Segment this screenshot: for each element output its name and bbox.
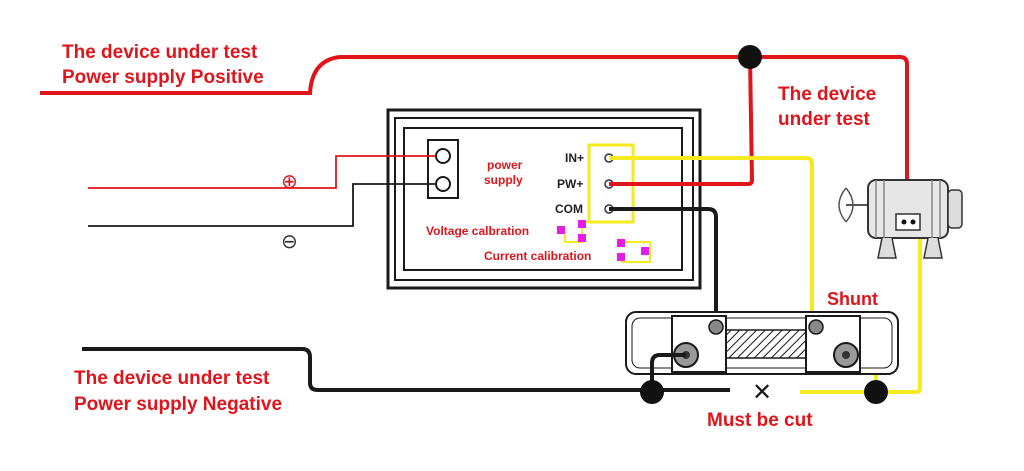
shunt-label: Shunt [827,289,878,309]
power-supply-label-line2: supply [484,173,523,187]
com-wire [609,207,718,322]
must-be-cut-label: Must be cut [707,410,813,431]
dut-negative-label-line1: The device under test [74,368,270,389]
com-label: COM [555,202,583,216]
shunt [625,311,899,375]
in-plus-label: IN+ [565,151,584,165]
plus-symbol-icon: ⊕ [281,169,298,193]
negative-junction-dot [640,380,664,404]
dut-negative-label-line2: Power supply Negative [74,394,282,415]
dut-label-line1: The device [778,84,876,105]
dut-positive-label-line2: Power supply Positive [62,67,264,88]
motor-icon [838,179,963,259]
power-supply-terminal-block [427,139,459,199]
shunt-left-link [650,353,686,390]
current-calibration-label: Current calibration [484,249,591,263]
shunt-resistor-element [725,329,807,359]
motor-return-junction-dot [864,380,888,404]
motor-return-wire [800,230,922,394]
cut-mark-icon: ✕ [752,378,772,406]
dut-positive-label-line1: The device under test [62,42,258,63]
minus-symbol-icon: ⊖ [281,229,298,253]
dut-negative-wire [82,347,730,392]
supply-positive-wire [88,155,435,189]
power-supply-label-line1: power [487,158,523,172]
dut-positive-wire [40,55,750,95]
dut-label-line2: under test [778,109,871,130]
meter-enclosure [386,108,702,290]
dut-positive-to-motor-wire [750,55,909,225]
in-plus-sense-wire [609,156,814,320]
pw-plus-label: PW+ [557,177,583,191]
current-calibration-pads [617,239,651,263]
motor-terminal-box [895,213,921,231]
pw-plus-wire [609,56,755,186]
voltage-calibration-label: Voltage calbration [426,224,529,238]
supply-negative-wire [88,183,435,227]
voltage-calibration-pads [557,220,589,243]
positive-junction-dot [738,45,762,69]
